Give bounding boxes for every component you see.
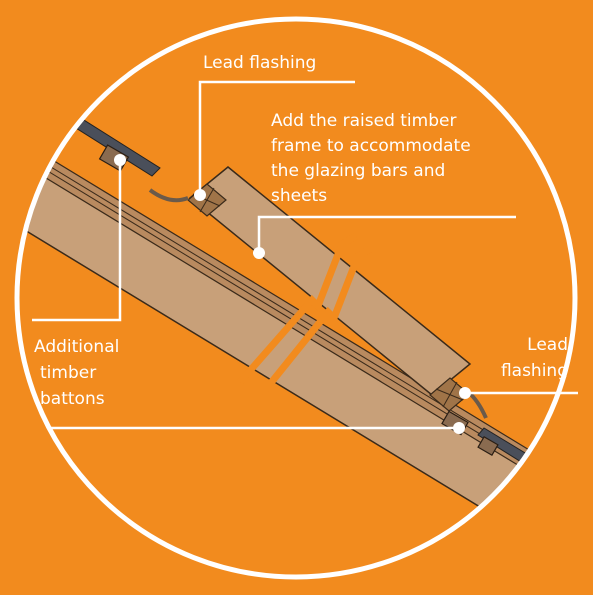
label-raised-frame-line-2: frame to accommodate <box>271 136 471 156</box>
callout-dot-battons-bottom <box>453 422 465 434</box>
callout-lead-flashing-top <box>198 80 355 195</box>
label-additional-battons: Additional timber battons <box>34 337 119 409</box>
label-lead-flashing-right: Lead flashing <box>501 335 568 381</box>
diagram-frame-circle <box>14 16 578 580</box>
label-lead-flashing-right-line-2: flashing <box>501 361 568 381</box>
callout-dot-battons-top <box>114 154 126 166</box>
callout-dot-lead-top <box>194 189 206 201</box>
label-raised-frame: Add the raised timber frame to accommoda… <box>271 111 471 206</box>
break-line-1 <box>237 232 358 385</box>
label-raised-frame-line-4: sheets <box>271 186 327 206</box>
lead-flashing-top <box>148 188 189 203</box>
callout-dots <box>114 154 471 434</box>
callout-dot-lead-right <box>459 387 471 399</box>
break-line-2 <box>259 244 374 397</box>
label-lead-flashing-top: Lead flashing <box>203 53 316 73</box>
callout-raised-frame <box>257 215 516 253</box>
label-lead-flashing-right-line-1: Lead <box>527 335 568 355</box>
callout-additional-battons <box>32 160 122 322</box>
callouts <box>32 80 578 430</box>
label-raised-frame-line-3: the glazing bars and <box>271 161 445 181</box>
label-additional-battons-line-2: timber <box>40 363 96 383</box>
callout-dot-raised-frame <box>253 247 265 259</box>
label-additional-battons-line-1: Additional <box>34 337 119 357</box>
label-additional-battons-line-3: battons <box>40 389 105 409</box>
label-raised-frame-line-1: Add the raised timber <box>271 111 456 131</box>
